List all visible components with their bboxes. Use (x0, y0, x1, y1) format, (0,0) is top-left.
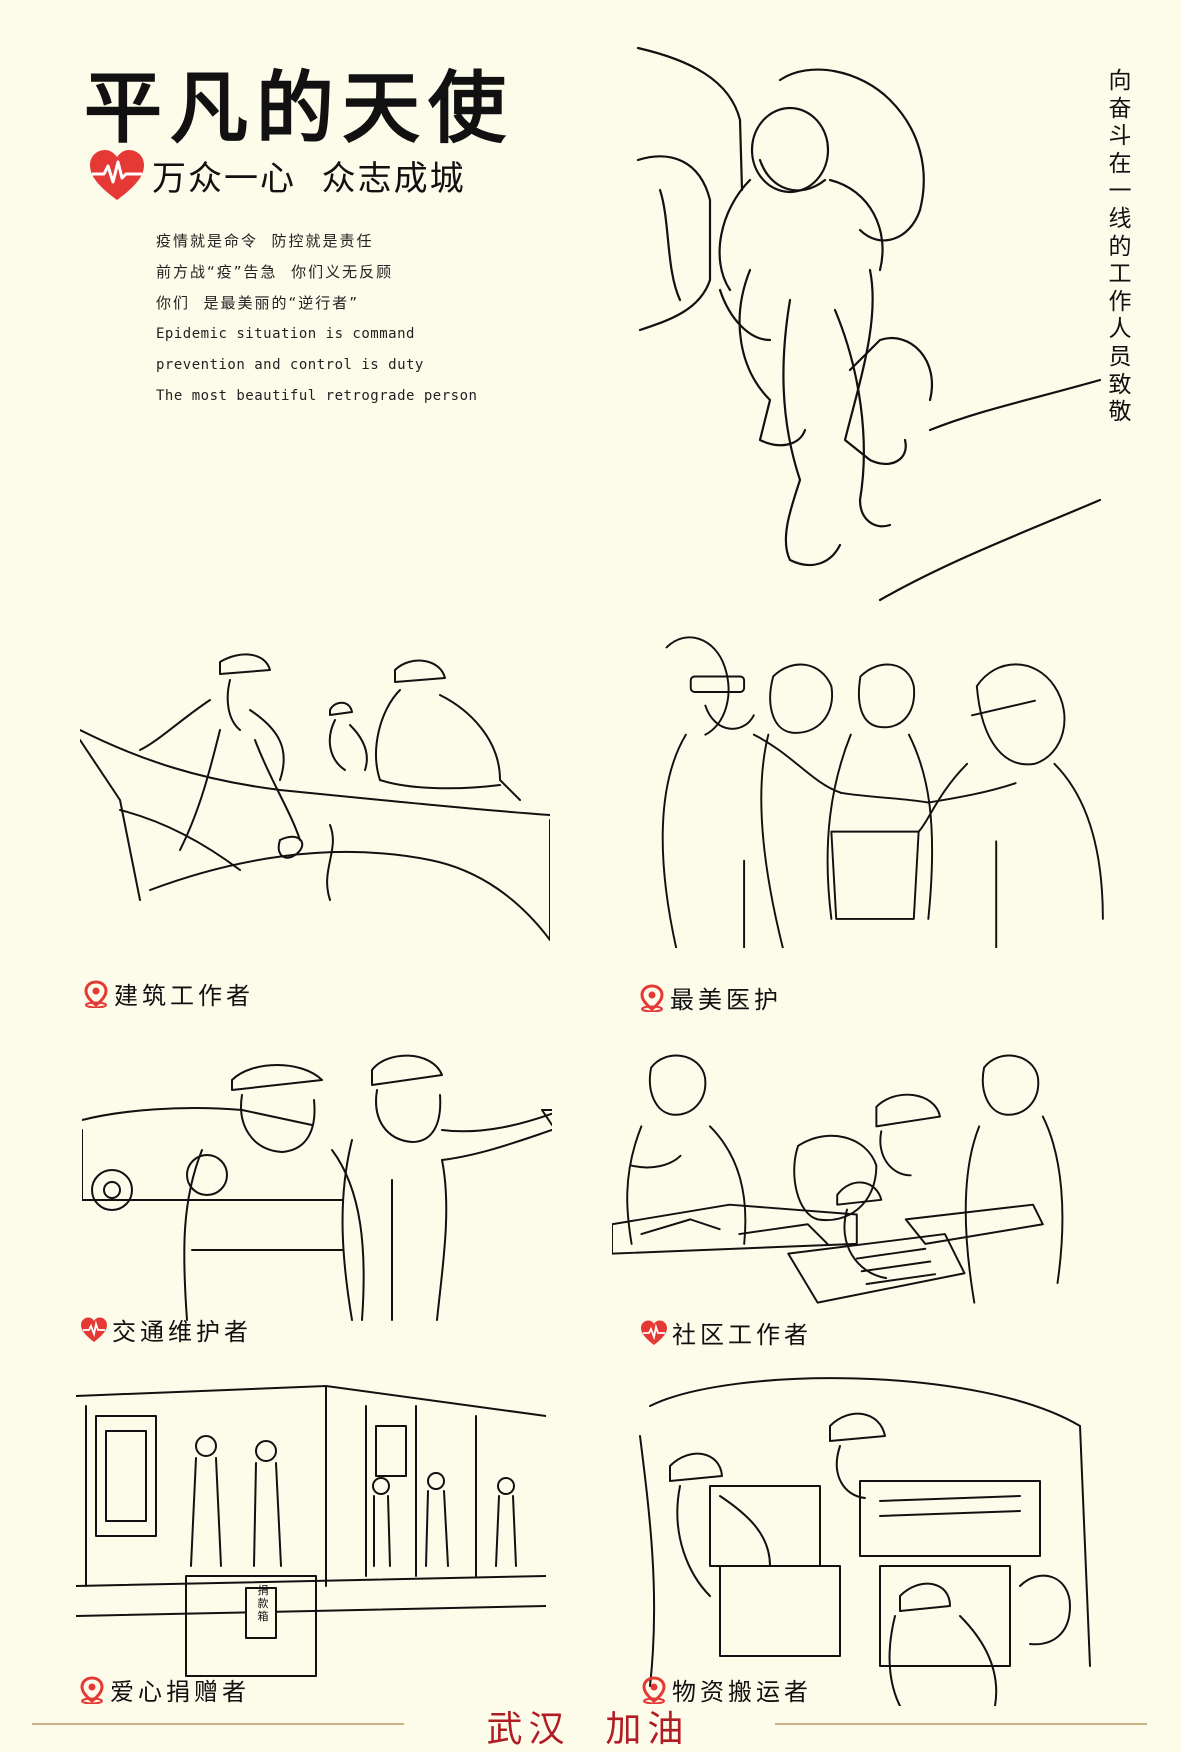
heart-pulse-icon (641, 1320, 667, 1345)
hero-illustration (630, 40, 1110, 610)
location-pin-icon (80, 1675, 104, 1704)
heart-pulse-icon (90, 150, 144, 200)
poster-title: 平凡的天使 (84, 64, 515, 154)
caption-community-label: 社区工作者 (672, 1321, 812, 1349)
caption-supplies: 物资搬运者 (640, 1672, 812, 1707)
illustration-medical (640, 628, 1110, 949)
poem-line-en-3: The most beautiful retrograde person (156, 388, 478, 404)
footer-divider-left (32, 1723, 404, 1725)
location-pin-icon (642, 1675, 666, 1704)
footer-divider-right (775, 1723, 1147, 1725)
poem-line-zh-2: 前方战“疫”告急 你们义无反顾 (156, 263, 394, 281)
poem-line-zh-1: 疫情就是命令 防控就是责任 (156, 232, 374, 250)
location-pin-icon (84, 979, 108, 1008)
caption-donor: 爱心捐赠者 (78, 1672, 250, 1707)
illustration-traffic (81, 1030, 563, 1350)
illustration-community (611, 1030, 1082, 1350)
footer-slogan: 武汉 加油 (486, 1709, 690, 1750)
poem: 疫情就是命令 防控就是责任 前方战“疫”告急 你们义无反顾 你们 是最美丽的“逆… (156, 226, 477, 412)
illustration-construction (79, 640, 551, 960)
poem-line-zh-3: 你们 是最美丽的“逆行者” (156, 294, 360, 312)
caption-medical-label: 最美医护 (670, 986, 782, 1014)
donation-box-label: 捐款箱 (257, 1584, 269, 1623)
illustration-supplies (630, 1366, 1100, 1707)
subtitle-row: 万众一心 众志成城 (88, 148, 466, 202)
illustration-donor: 捐款箱 (75, 1366, 547, 1686)
caption-medical: 最美医护 (638, 980, 782, 1015)
caption-supplies-label: 物资搬运者 (672, 1678, 812, 1706)
caption-construction-label: 建筑工作者 (114, 982, 254, 1010)
location-pin-icon (640, 983, 664, 1012)
caption-construction: 建筑工作者 (82, 976, 254, 1011)
subtitle: 万众一心 众志成城 (152, 158, 466, 199)
poem-line-en-1: Epidemic situation is command (156, 326, 415, 342)
caption-traffic-label: 交通维护者 (112, 1318, 252, 1346)
vertical-tribute-text: 向奋斗在一线的工作人员致敬 (1108, 68, 1132, 426)
poem-line-en-2: prevention and control is duty (156, 357, 424, 373)
caption-community: 社区工作者 (640, 1315, 812, 1350)
heart-pulse-icon (81, 1317, 107, 1342)
caption-donor-label: 爱心捐赠者 (110, 1678, 250, 1706)
caption-traffic: 交通维护者 (80, 1312, 252, 1347)
